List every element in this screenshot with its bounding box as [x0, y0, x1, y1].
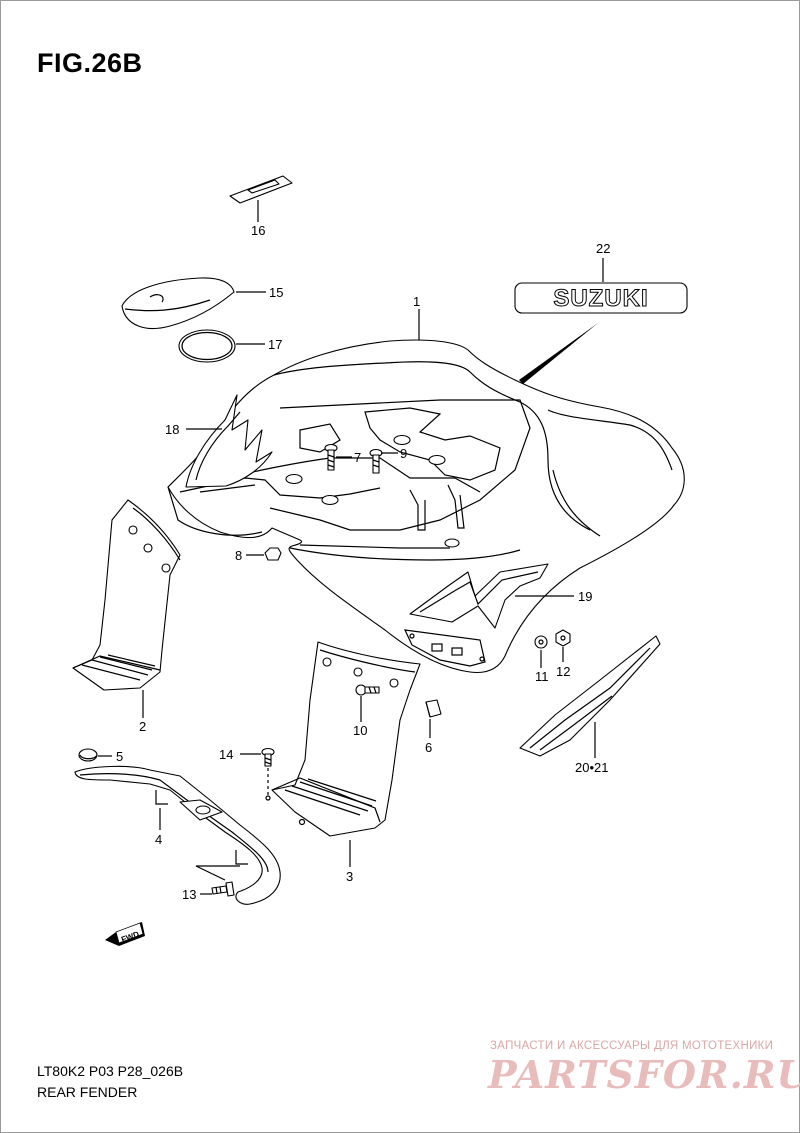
- callout-8[interactable]: 8: [235, 548, 242, 563]
- callout-16[interactable]: 16: [251, 223, 265, 238]
- part-13-bolt[interactable]: [211, 881, 235, 897]
- part-15-cover[interactable]: [121, 277, 235, 330]
- emblem-placement-arrow: [519, 323, 598, 384]
- part-10-screw[interactable]: [355, 684, 380, 696]
- callout-22[interactable]: 22: [596, 241, 610, 256]
- callout-15[interactable]: 15: [269, 285, 283, 300]
- part-2-left-mud-flap[interactable]: [72, 499, 181, 691]
- leader-4c: [195, 865, 226, 881]
- callout-18[interactable]: 18: [165, 422, 179, 437]
- part-5-plug[interactable]: [78, 748, 98, 762]
- part-19-side-decal[interactable]: [409, 563, 549, 629]
- part-22-suzuki-emblem[interactable]: SUZUKI: [514, 282, 688, 314]
- callout-9[interactable]: 9: [400, 446, 407, 461]
- figure-title: FIG.26B: [37, 48, 143, 78]
- part-11-washer[interactable]: [534, 635, 548, 649]
- emblem-text: SUZUKI: [553, 285, 648, 312]
- callout-2[interactable]: 2: [139, 719, 146, 734]
- callout-11[interactable]: 11: [535, 669, 549, 684]
- figure-caption: REAR FENDER: [37, 1084, 138, 1100]
- callout-19[interactable]: 19: [578, 589, 592, 604]
- callout-20-21[interactable]: 20•21: [575, 760, 608, 775]
- part-6-cap[interactable]: [425, 699, 442, 718]
- part-14-screw[interactable]: [261, 747, 275, 767]
- callout-3[interactable]: 3: [346, 869, 353, 884]
- callout-6[interactable]: 6: [425, 740, 432, 755]
- callout-17[interactable]: 17: [268, 337, 282, 352]
- part-20-21-side-decal[interactable]: [519, 635, 661, 757]
- callout-12[interactable]: 12: [556, 664, 570, 679]
- model-code: LT80K2 P03 P28_026B: [37, 1063, 184, 1079]
- part-4-bracket[interactable]: [74, 765, 281, 905]
- watermark-logo: PARTSFOR.RU: [488, 1052, 800, 1097]
- callout-10[interactable]: 10: [353, 723, 367, 738]
- watermark-tagline: ЗАПЧАСТИ И АКСЕССУАРЫ ДЛЯ МОТОТЕХНИКИ: [490, 1040, 774, 1052]
- callout-4[interactable]: 4: [155, 832, 162, 847]
- part-1-rear-fender[interactable]: [167, 339, 685, 674]
- fwd-arrow-icon: FWD: [105, 922, 145, 946]
- callout-5[interactable]: 5: [116, 749, 123, 764]
- part-8-nut[interactable]: [264, 547, 282, 561]
- callout-7[interactable]: 7: [354, 450, 361, 465]
- part-3-right-mud-flap[interactable]: [271, 641, 421, 837]
- part-16-label-sheet[interactable]: [229, 175, 293, 204]
- part-7-bolt[interactable]: [324, 443, 338, 471]
- part-17-ring[interactable]: [178, 329, 236, 363]
- callout-14[interactable]: 14: [219, 747, 233, 762]
- part-12-nut[interactable]: [555, 629, 571, 647]
- part-18-front-decal[interactable]: [185, 394, 273, 488]
- part-14-hole: [265, 795, 271, 801]
- callout-13[interactable]: 13: [182, 887, 196, 902]
- callout-1[interactable]: 1: [413, 294, 420, 309]
